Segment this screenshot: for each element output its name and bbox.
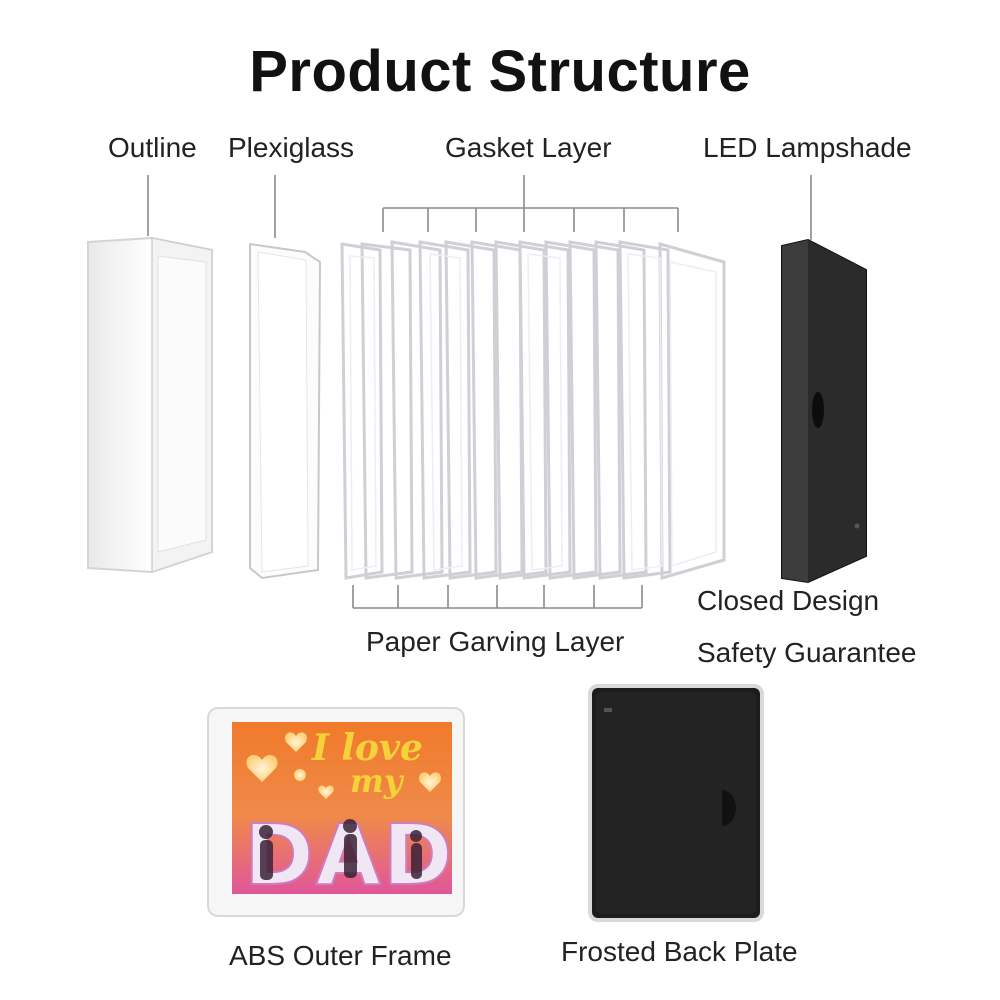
product-lit-frame: I love my DAD (207, 707, 465, 917)
photo-text-line1: I love (311, 727, 423, 769)
outline-frame-part (87, 236, 213, 574)
lampshade-notch (812, 392, 824, 428)
label-closed-design: Closed Design (697, 585, 880, 616)
family-silhouettes (259, 819, 422, 880)
label-abs-outer-frame: ABS Outer Frame (229, 940, 452, 971)
back-plate-mark (604, 708, 612, 712)
gasket-layers (340, 240, 726, 580)
label-safety-guarantee: Safety Guarantee (697, 637, 917, 668)
plexiglass-part (249, 242, 322, 580)
back-plate-notch (722, 790, 736, 826)
photo-text-line2: my (350, 762, 405, 800)
hearts-decoration (246, 732, 441, 799)
page-title: Product Structure (249, 39, 751, 104)
leader-lines (147, 175, 812, 609)
label-outline: Outline (108, 132, 197, 163)
label-paper-carving-layer: Paper Garving Layer (366, 626, 625, 657)
label-led-lampshade: LED Lampshade (703, 132, 912, 163)
label-gasket-layer: Gasket Layer (445, 132, 612, 163)
label-plexiglass: Plexiglass (228, 132, 355, 163)
label-frosted-back-plate: Frosted Back Plate (561, 936, 798, 967)
frosted-back-plate-part (588, 684, 764, 922)
led-lampshade-part (781, 238, 867, 584)
lampshade-switch-dot (854, 523, 860, 529)
